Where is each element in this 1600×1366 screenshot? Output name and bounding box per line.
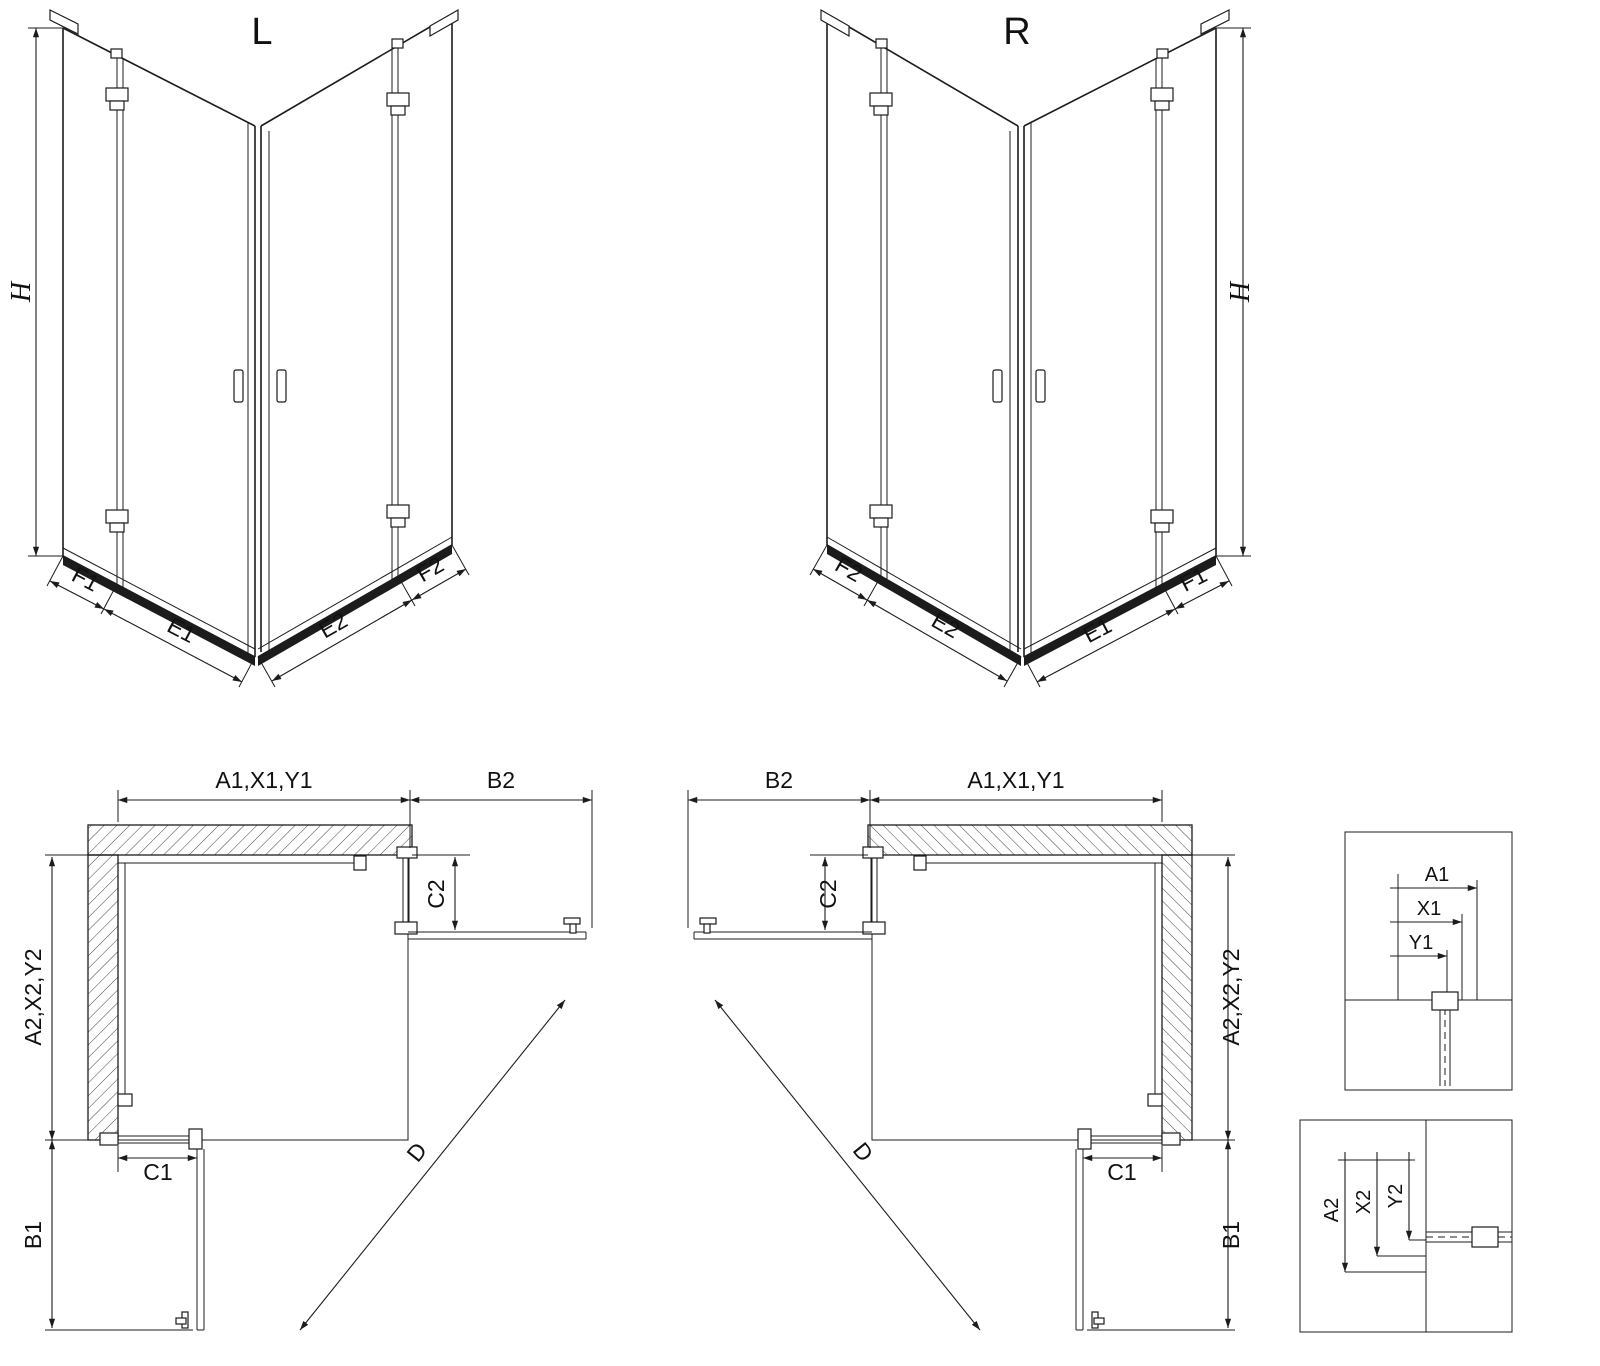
bottom-extension-lines bbox=[46, 544, 470, 688]
door-handle-icon bbox=[276, 369, 287, 403]
wall-profile-icon bbox=[99, 1132, 119, 1146]
tray-inner-edges bbox=[118, 862, 356, 1096]
dim-label-x1: X1 bbox=[1417, 898, 1441, 920]
dim-label-a2x2y2: A2,X2,Y2 bbox=[20, 948, 46, 1045]
wall-profile-icon bbox=[429, 8, 459, 38]
3d-view-right-labels: R H F1 E1 E2 F2 bbox=[831, 11, 1256, 648]
variant-label: R bbox=[1003, 11, 1030, 53]
dim-label-h: H bbox=[1225, 280, 1256, 303]
dim-label-a1x1y1: A1,X1,Y1 bbox=[215, 767, 312, 793]
dim-label-y2: Y2 bbox=[1385, 1184, 1407, 1208]
panel-end-profile bbox=[353, 855, 367, 871]
shower-tray bbox=[117, 854, 409, 1141]
plan-view-left-geometry bbox=[45, 790, 593, 1331]
glass-panel-section bbox=[1439, 1000, 1451, 1086]
fixed-glass-right bbox=[402, 858, 410, 924]
dim-label-c1: C1 bbox=[143, 1159, 172, 1185]
dim-label-d: D bbox=[848, 1137, 879, 1166]
detail-frame bbox=[1299, 1119, 1513, 1333]
dim-label-a1: A1 bbox=[1425, 864, 1449, 886]
dim-label-x2: X2 bbox=[1353, 1190, 1375, 1214]
detail-extension-lines bbox=[1338, 1159, 1426, 1273]
door-handle-icon bbox=[563, 917, 581, 925]
dim-label-b1: B1 bbox=[20, 1221, 46, 1249]
open-door-top bbox=[408, 931, 587, 940]
plan-extension-lines bbox=[45, 790, 593, 1331]
e2-dimension-line bbox=[271, 599, 413, 682]
hinge-icon bbox=[394, 921, 418, 935]
wall-profile-icon bbox=[49, 9, 79, 35]
dim-label-a1x1y1: A1,X1,Y1 bbox=[967, 767, 1064, 793]
wall-profile-icon bbox=[1471, 1226, 1499, 1248]
variant-label: L bbox=[251, 11, 272, 53]
hinge-icon bbox=[105, 87, 129, 111]
plan-view-left-labels: A1,X1,Y1 B2 C2 A2,X2,Y2 C1 B1 D bbox=[20, 767, 515, 1249]
hinge-icon bbox=[105, 509, 129, 533]
f1-dimension-line bbox=[49, 580, 105, 610]
detail-extension-lines bbox=[1397, 874, 1478, 1000]
dim-label-a2x2y2: A2,X2,Y2 bbox=[1218, 948, 1244, 1045]
door-handle-icon bbox=[175, 1317, 187, 1325]
hinge-icon bbox=[386, 92, 410, 116]
f2-dimension-line bbox=[411, 568, 467, 601]
open-door-bottom bbox=[196, 1149, 205, 1331]
wall-profile-icon bbox=[396, 846, 418, 859]
top-clamp-icon bbox=[391, 38, 404, 49]
wall-hatch-side bbox=[87, 854, 119, 1141]
wall-profile-icon bbox=[1431, 991, 1459, 1011]
door-handle-icon bbox=[569, 923, 577, 934]
dim-label-d: D bbox=[401, 1137, 432, 1166]
detail-frame bbox=[1344, 831, 1513, 1091]
dim-label-b2: B2 bbox=[765, 767, 793, 793]
hinge-icon bbox=[188, 1128, 203, 1150]
detail-box-bottom: A2 X2 Y2 bbox=[1299, 1119, 1513, 1333]
fixed-glass-bottom bbox=[118, 1135, 192, 1144]
d-dimension-line bbox=[299, 999, 566, 1331]
top-clamp-icon bbox=[110, 48, 123, 59]
dim-label-b2: B2 bbox=[487, 767, 515, 793]
dim-label-a2: A2 bbox=[1321, 1198, 1343, 1222]
hinge-icon bbox=[386, 504, 410, 528]
dim-label-h: H bbox=[6, 280, 37, 303]
dim-label-y1: Y1 bbox=[1409, 932, 1433, 954]
wall-hatch-top bbox=[87, 824, 413, 856]
dim-label-c2: C2 bbox=[815, 879, 841, 908]
door-divider-lines bbox=[116, 46, 399, 653]
dim-label-c1: C1 bbox=[1107, 1159, 1136, 1185]
3d-view-left-geometry bbox=[28, 8, 470, 688]
e1-dimension-line bbox=[103, 608, 243, 683]
dim-label-c2: C2 bbox=[423, 879, 449, 908]
panel-end-profile bbox=[117, 1093, 133, 1107]
detail-box-top: A1 X1 Y1 bbox=[1344, 831, 1513, 1091]
dim-label-b1: B1 bbox=[1218, 1221, 1244, 1249]
door-handle-icon bbox=[233, 369, 244, 403]
plan-view-right-geometry bbox=[688, 790, 1235, 1330]
